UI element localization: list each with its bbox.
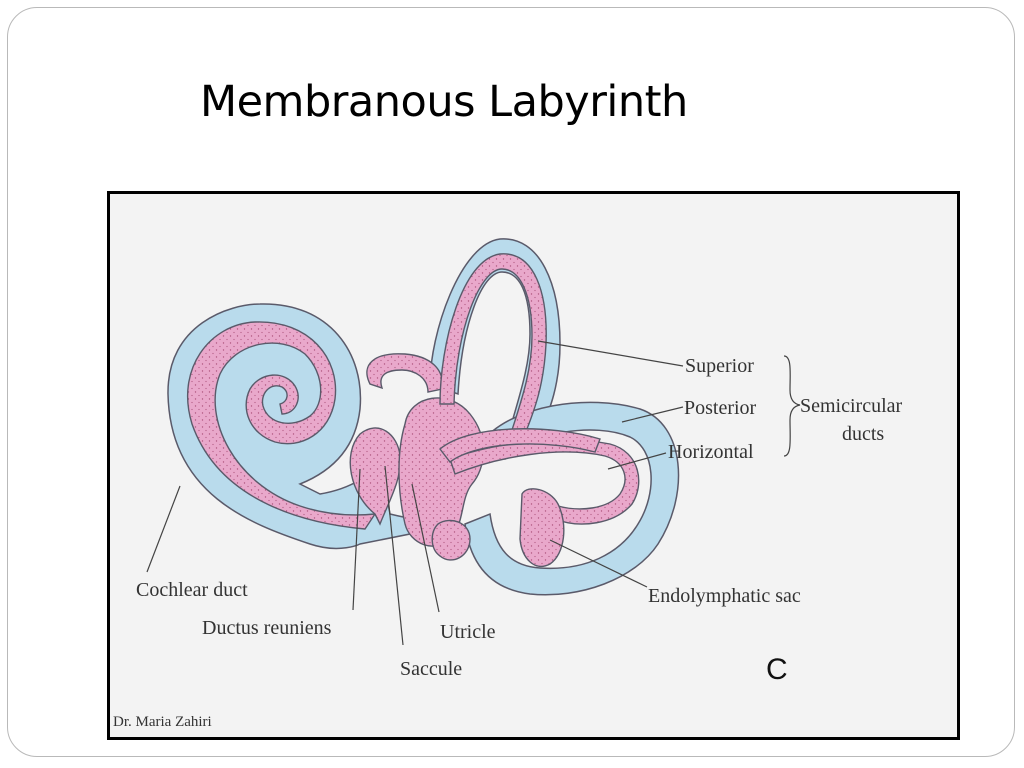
label-endolymphatic-sac: Endolymphatic sac	[648, 585, 801, 607]
label-superior: Superior	[685, 355, 754, 377]
label-ductus-reuniens: Ductus reuniens	[202, 617, 332, 639]
labyrinth-figure: Superior Posterior Horizontal Semicircul…	[107, 191, 960, 740]
leader-lines	[146, 340, 801, 646]
label-posterior: Posterior	[684, 397, 757, 419]
panel-letter: C	[766, 653, 788, 686]
labyrinth-diagram: Superior Posterior Horizontal Semicircul…	[113, 238, 903, 730]
slide-title: Membranous Labyrinth	[200, 77, 688, 127]
label-semicircular: Semicircular	[800, 395, 903, 417]
label-cochlear-duct: Cochlear duct	[136, 579, 248, 601]
author-credit: Dr. Maria Zahiri	[113, 714, 212, 730]
membranous-ducts	[186, 253, 640, 567]
label-horizontal: Horizontal	[668, 441, 754, 463]
label-ducts: ducts	[842, 423, 884, 445]
diagram-labels: Superior Posterior Horizontal Semicircul…	[113, 355, 903, 730]
label-utricle: Utricle	[440, 621, 496, 643]
label-saccule: Saccule	[400, 658, 462, 680]
